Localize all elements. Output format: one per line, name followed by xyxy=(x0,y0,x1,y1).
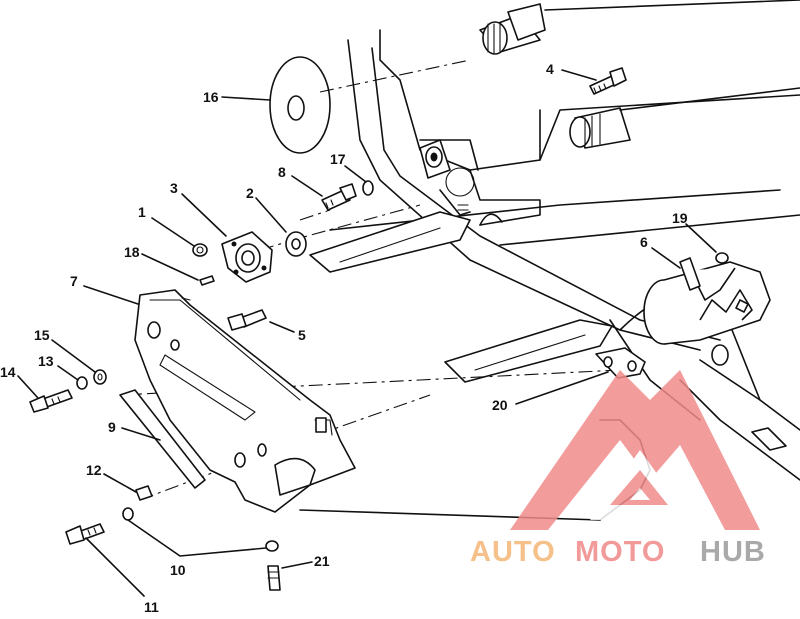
part-6-bracket xyxy=(643,257,771,366)
watermark-logo-triangle xyxy=(510,370,760,530)
part-9-wear-strip xyxy=(119,389,206,489)
part-7-chain-guard xyxy=(134,289,356,513)
part-2-bushing xyxy=(285,231,307,257)
callout-21: 21 xyxy=(314,553,330,569)
callout-9: 9 xyxy=(108,419,116,435)
leader-lines xyxy=(17,69,717,597)
part-14-bolt xyxy=(29,389,73,413)
part-4-bolt xyxy=(589,67,627,95)
callout-5: 5 xyxy=(298,327,306,343)
part-11-bolt xyxy=(65,523,105,545)
callout-16: 16 xyxy=(203,89,219,105)
part-5-bolt xyxy=(227,309,267,331)
part-13-lockwasher xyxy=(76,376,88,390)
part-21-bolt xyxy=(267,565,281,591)
part-19-nut xyxy=(715,252,729,264)
watermark-text: AUTO MOTO HUB xyxy=(470,536,766,568)
callout-13: 13 xyxy=(38,353,54,369)
callout-1: 1 xyxy=(138,204,146,220)
drive-shaft-mid xyxy=(569,87,800,149)
callout-17: 17 xyxy=(330,151,346,167)
part-17-washer xyxy=(362,180,374,196)
callout-15: 15 xyxy=(34,327,50,343)
callout-6: 6 xyxy=(640,234,648,250)
footrest-upper xyxy=(309,211,471,273)
callout-14: 14 xyxy=(0,364,16,380)
callout-11: 11 xyxy=(144,599,159,614)
part-15-washer xyxy=(93,369,107,385)
callout-12: 12 xyxy=(86,462,102,478)
frame-hook xyxy=(751,427,787,451)
callout-3: 3 xyxy=(170,180,178,196)
callout-2: 2 xyxy=(246,185,254,201)
part-10-washers xyxy=(122,507,279,552)
footrest-lower xyxy=(444,319,613,383)
callout-10: 10 xyxy=(170,562,186,578)
part-20-bracket xyxy=(595,347,646,379)
callout-4: 4 xyxy=(546,61,554,77)
watermark-hub: HUB xyxy=(700,536,766,568)
watermark-auto: AUTO xyxy=(470,536,556,568)
callout-labels: 1 2 3 4 5 6 7 8 9 10 11 12 13 14 15 16 1… xyxy=(0,61,688,615)
watermark-moto: MOTO xyxy=(575,536,665,568)
callout-19: 19 xyxy=(672,210,688,226)
callout-7: 7 xyxy=(70,273,78,289)
part-18-pin xyxy=(199,275,215,286)
callout-8: 8 xyxy=(278,164,286,180)
frame-bearing-mount xyxy=(419,139,469,211)
part-16-disc xyxy=(269,56,331,154)
part-3-flange xyxy=(221,231,273,283)
part-8-bolt xyxy=(321,183,357,211)
part-1-nut xyxy=(192,243,208,257)
drive-shaft-top xyxy=(479,0,800,55)
callout-18: 18 xyxy=(124,244,140,260)
part-12-rivet xyxy=(135,485,153,501)
callout-20: 20 xyxy=(492,397,508,413)
